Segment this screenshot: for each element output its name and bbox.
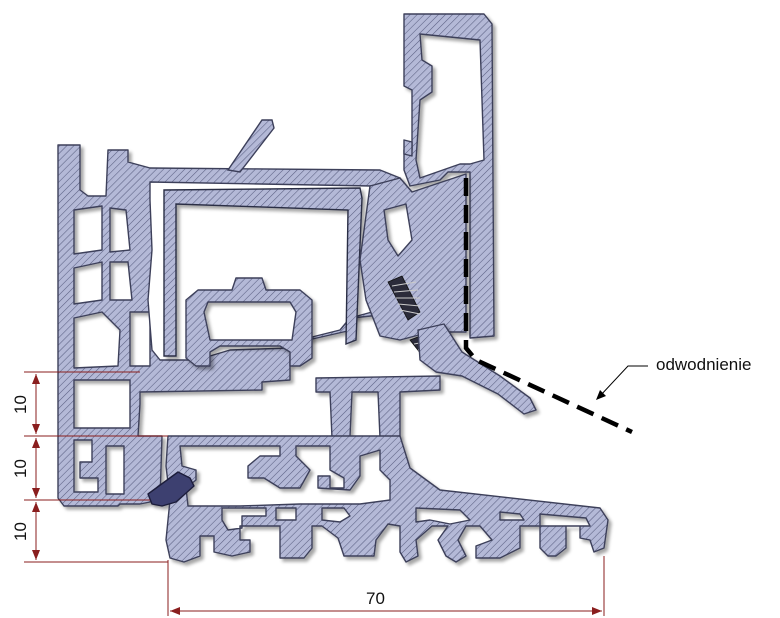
sash-lower-body (359, 173, 467, 341)
sash-drip-lip (417, 323, 537, 415)
glazing-gasket-upper (387, 275, 421, 321)
frame-profile (57, 144, 403, 507)
dimension-label-vertical-2: 10 (11, 459, 30, 478)
sash-profile (403, 13, 495, 339)
drainage-leader (596, 365, 648, 400)
dimension-label-vertical-1: 10 (11, 395, 30, 414)
dimension-label-horizontal: 70 (366, 589, 385, 608)
drainage-path (463, 178, 633, 435)
sill-profile (147, 435, 609, 563)
steel-reinforcement (163, 187, 363, 357)
dimension-lines (24, 371, 605, 616)
drainage-label: odwodnienie (656, 355, 751, 374)
hinge-strip (315, 375, 441, 439)
central-chamber (185, 277, 313, 367)
dimension-arrows (32, 374, 602, 615)
dimension-label-vertical-3: 10 (11, 522, 30, 541)
weather-seal-rod (226, 119, 275, 173)
